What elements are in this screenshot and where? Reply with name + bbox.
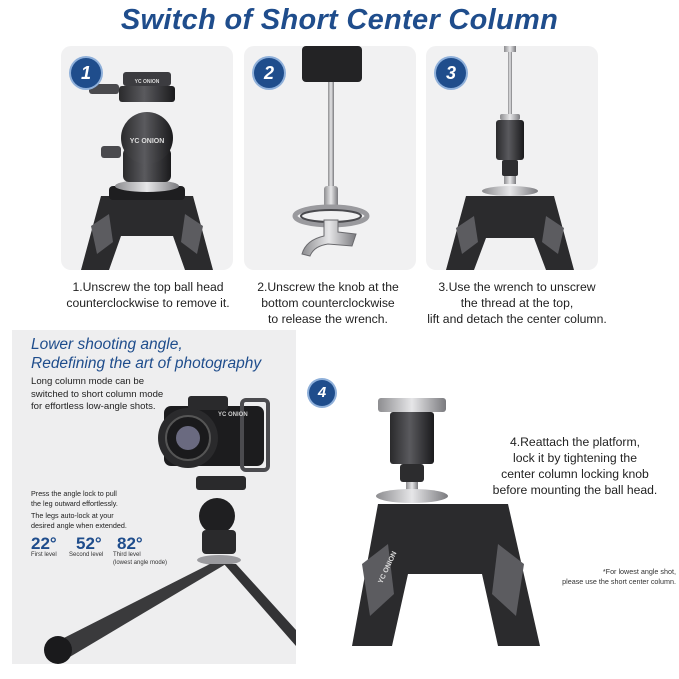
brand-logo: YC ONION (130, 138, 165, 145)
step-1-panel: YC ONION YC ONION 1 (61, 46, 233, 270)
angle-lock-note: Press the angle lock to pull the leg out… (31, 489, 118, 508)
step-4-illustration: YC ONION (352, 398, 540, 646)
step-2-panel: 2 (244, 46, 416, 270)
angle-label: First level (31, 552, 57, 558)
page-title: Switch of Short Center Column (120, 4, 559, 36)
promo-subtext: Long column mode can be switched to shor… (31, 376, 164, 412)
angle-value: 82° (117, 534, 143, 553)
low-angle-promo-panel: Lower shooting angle, Redefining the art… (12, 330, 296, 664)
step-1-caption: 1.Unscrew the top ball head counterclock… (66, 280, 230, 310)
ball-head-tripod-illustration: YC ONION YC ONION (81, 72, 213, 270)
camera-brand-logo: YC ONION (218, 412, 248, 418)
angle-label: Third level (lowest angle mode) (113, 552, 168, 566)
center-column-illustration (446, 46, 574, 270)
promo-heading: Lower shooting angle, Redefining the art… (31, 336, 262, 372)
auto-lock-note: The legs auto-lock at your desired angle… (31, 511, 127, 530)
step-3-panel: 3 (426, 46, 598, 270)
brand-logo-top: YC ONION (135, 79, 160, 85)
angle-value: 22° (31, 534, 57, 553)
step-4-caption: 4.Reattach the platform, lock it by tigh… (492, 435, 658, 497)
short-column-footnote: *For lowest angle shot, please use the s… (562, 567, 676, 586)
camera-tripod-illustration: YC ONION (44, 396, 296, 664)
step-badge: 1 (71, 58, 101, 88)
step-badge: 4 (309, 380, 335, 406)
step-2-caption: 2.Unscrew the knob at the bottom counter… (257, 280, 399, 326)
step-badge: 3 (436, 58, 466, 88)
step-badge: 2 (254, 58, 284, 88)
wrench-illustration (292, 46, 370, 257)
angle-label: Second level (69, 552, 104, 558)
angle-value: 52° (76, 534, 102, 553)
step-3-caption: 3.Use the wrench to unscrew the thread a… (427, 280, 607, 326)
